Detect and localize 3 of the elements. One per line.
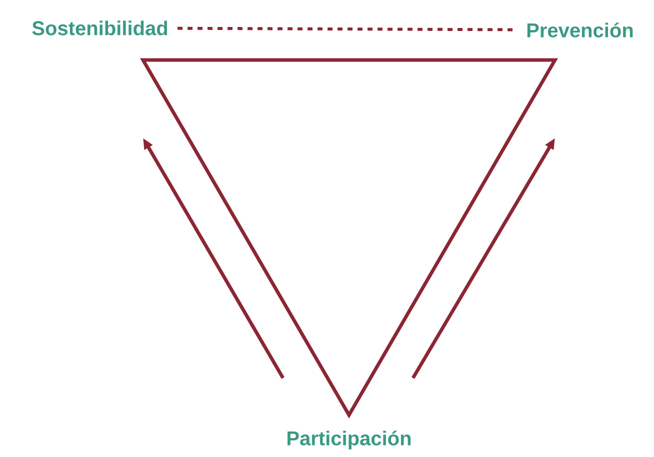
node-label: Prevención	[527, 22, 633, 38]
node-label: Participación	[288, 430, 411, 450]
node-label: Sostenibilidad	[32, 20, 168, 36]
